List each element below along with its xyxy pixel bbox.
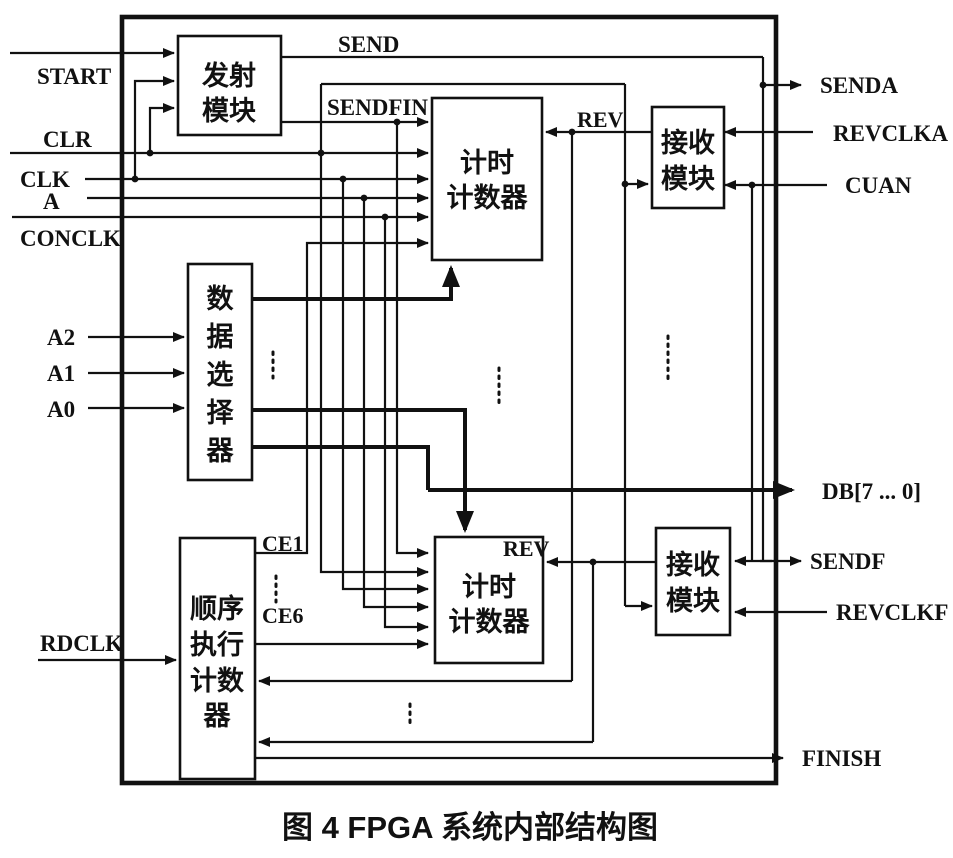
wire-clr-branch-transmit <box>148 103 175 153</box>
wires-vertical-bus <box>255 84 429 649</box>
label-a: A <box>43 189 60 214</box>
block-sequence-counter: 顺序 执行 计数 器 <box>178 536 257 781</box>
outer-border <box>119 14 779 786</box>
label-ce6: CE6 <box>262 603 304 628</box>
label-send: SEND <box>338 32 399 57</box>
label-revclka: REVCLKA <box>833 121 948 146</box>
wires-top <box>281 55 802 561</box>
wires-right <box>545 84 827 742</box>
blocks: 发射 模块 计时 计数器 接收 模块 数 据 选 择 器 顺序 执行 计数 器 <box>176 34 732 781</box>
receive-module-1-label-line1: 接收 <box>661 128 715 158</box>
block-timing-counter-2: 计时 计数器 <box>433 535 545 665</box>
wires-left-inputs <box>10 48 429 665</box>
timing-counter-2-box <box>433 535 545 665</box>
block-receive-module-2: 接收 模块 <box>654 526 732 637</box>
data-selector-label-line1: 数 <box>207 284 235 314</box>
junction-clr-branch <box>146 149 154 157</box>
wire-bus-clr <box>319 84 429 577</box>
label-db: DB[7 ... 0] <box>822 479 921 504</box>
label-revclkf: REVCLKF <box>836 600 948 625</box>
receive-module-1-label-line2: 模块 <box>661 164 716 194</box>
data-selector-label-line2: 据 <box>207 322 234 352</box>
receive-module-2-label-line2: 模块 <box>666 586 721 616</box>
wire-ce1 <box>255 238 429 555</box>
data-selector-label-line4: 择 <box>207 398 235 428</box>
data-selector-label-line3: 选 <box>207 360 234 390</box>
junction-cuan-tap <box>748 181 756 189</box>
wires-selector-outputs <box>252 265 795 533</box>
junction-receiver1-in <box>621 180 629 188</box>
label-clr: CLR <box>43 127 92 152</box>
transmit-module-label-line2: 模块 <box>202 96 257 126</box>
timing-counter-2-label-line2: 计数器 <box>449 607 531 637</box>
wire-selector-to-db <box>252 445 430 490</box>
wire-bus-sendfin <box>395 122 429 558</box>
sequence-counter-label-line3: 计数 <box>190 666 245 696</box>
wire-selector-to-timer1 <box>252 265 460 301</box>
label-rdclk: RDCLK <box>40 631 123 656</box>
transmit-module-label-line1: 发射 <box>201 60 256 91</box>
wire-clk-branch-transmit <box>133 76 175 179</box>
ellipsis-marks <box>271 334 670 728</box>
junction-dots <box>131 81 767 566</box>
signal-labels: START CLR CLK A CONCLK A2 A1 A0 RDCLK SE… <box>20 32 948 771</box>
junction-sendfin-tap <box>393 118 401 126</box>
junction-rev2-tap <box>589 558 597 566</box>
timing-counter-1-label-line1: 计时 <box>460 148 514 178</box>
sequence-counter-label-line4: 器 <box>203 701 232 731</box>
sequence-counter-box <box>178 536 257 781</box>
label-finish: FINISH <box>802 746 881 771</box>
data-selector-label-line5: 器 <box>206 436 235 466</box>
junction-clk-branch <box>131 175 139 183</box>
timing-counter-1-label-line2: 计数器 <box>447 183 529 213</box>
label-conclk: CONCLK <box>20 226 121 251</box>
block-timing-counter-1: 计时 计数器 <box>430 96 544 262</box>
junction-clk-tap <box>339 175 347 183</box>
label-senda: SENDA <box>820 73 898 98</box>
label-start: START <box>37 64 111 89</box>
sequence-counter-label-line1: 顺序 <box>190 593 244 624</box>
wire-selector-to-timer2 <box>252 408 474 533</box>
junction-senda <box>759 81 767 89</box>
junction-conclk-tap <box>381 213 389 221</box>
figure-caption: 图 4 FPGA 系统内部结构图 <box>282 810 658 845</box>
label-sendf: SENDF <box>810 549 885 574</box>
label-a2: A2 <box>47 325 75 350</box>
wire-bus-clk <box>341 179 429 594</box>
transmit-module-box <box>176 34 283 137</box>
block-data-selector: 数 据 选 择 器 <box>186 262 254 482</box>
wire-bus-conclk <box>383 217 429 632</box>
receive-module-1-box <box>650 105 726 210</box>
label-rev-bottom: REV <box>503 536 550 561</box>
receive-module-2-box <box>654 526 732 637</box>
receive-module-2-label-line1: 接收 <box>666 550 720 580</box>
block-transmit-module: 发射 模块 <box>176 34 283 137</box>
label-cuan: CUAN <box>845 173 912 198</box>
timing-counter-1-box <box>430 96 544 262</box>
wire-bus-a <box>362 198 429 612</box>
label-ce1: CE1 <box>262 531 304 556</box>
data-selector-box <box>186 262 254 482</box>
wires-bottom <box>255 676 784 763</box>
label-clk: CLK <box>20 167 70 192</box>
label-rev-top: REV <box>577 107 624 132</box>
timing-counter-2-label-line1: 计时 <box>462 572 516 602</box>
block-receive-module-1: 接收 模块 <box>650 105 726 210</box>
junction-clr-tap <box>317 149 325 157</box>
label-sendfin: SENDFIN <box>327 95 428 120</box>
label-a0: A0 <box>47 397 75 422</box>
junction-rev1-tap <box>568 128 576 136</box>
sequence-counter-label-line2: 执行 <box>190 629 244 660</box>
label-a1: A1 <box>47 361 75 386</box>
junction-a-tap <box>360 194 368 202</box>
